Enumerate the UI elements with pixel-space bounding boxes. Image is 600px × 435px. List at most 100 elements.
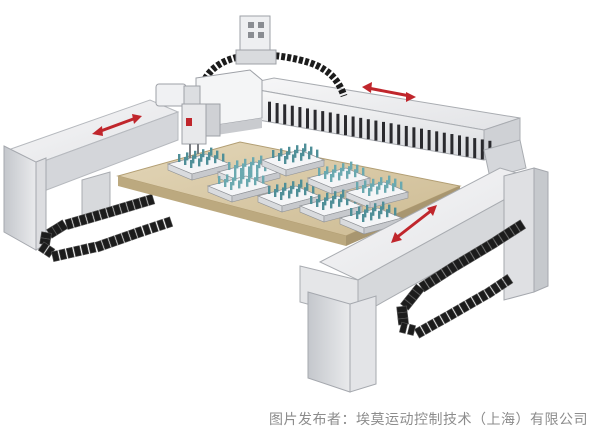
right-chain-link [433, 315, 445, 328]
right-chain-link [475, 244, 487, 257]
right-chain-link [426, 318, 438, 332]
left-rail-motion-arrow [92, 114, 142, 136]
right-chain-link [471, 293, 483, 306]
vial [364, 180, 367, 189]
vial [298, 184, 301, 193]
beam-fin [328, 112, 332, 133]
vial [202, 149, 205, 158]
left-chain-link [156, 218, 166, 232]
vial [192, 155, 195, 164]
vial [362, 167, 365, 176]
left-chain-link [114, 233, 125, 246]
right-chain-link [435, 268, 447, 282]
vial [262, 175, 265, 184]
vial [260, 155, 263, 164]
right-chain-link [424, 276, 436, 289]
vial [400, 181, 403, 190]
left-chain-link [107, 235, 118, 248]
vial [184, 157, 187, 165]
vial [388, 204, 391, 213]
right-chain-link [408, 288, 421, 301]
vial [324, 171, 327, 179]
vial [362, 214, 365, 222]
sample-tray [306, 161, 372, 195]
vial [322, 202, 325, 210]
right-chain-link [481, 240, 493, 254]
vial [378, 181, 381, 190]
left-chain-link [92, 209, 102, 222]
left-cable-chain [37, 193, 174, 263]
vial [394, 207, 397, 216]
vial [280, 192, 283, 200]
vial [340, 194, 343, 203]
beam-fin [268, 101, 271, 122]
left-chain-link [98, 207, 109, 220]
carriage-head [155, 15, 348, 158]
vial [386, 209, 389, 218]
vial [178, 154, 181, 162]
beam-fin [321, 111, 325, 132]
right-chain-link [414, 326, 426, 339]
beam-fin [351, 116, 355, 137]
vial [380, 177, 383, 186]
sample-tray [344, 175, 410, 209]
right-rail [299, 167, 549, 393]
vial [308, 151, 311, 160]
left-chain-link [127, 228, 138, 241]
right-chain-link [441, 265, 453, 278]
vial [194, 150, 197, 159]
right-chain-link [418, 279, 430, 293]
vial [340, 167, 343, 176]
right-chain-link [489, 282, 502, 295]
beam-fin [427, 129, 431, 150]
right-chain-link [483, 286, 496, 299]
beam-fin [374, 120, 378, 141]
vial [376, 186, 379, 195]
beam-fin [473, 138, 477, 159]
vial [356, 211, 359, 219]
vial [224, 179, 227, 187]
vial [332, 169, 335, 178]
right-chain-link [469, 247, 481, 261]
vial [306, 182, 309, 191]
beam-fin [435, 131, 439, 152]
vial [300, 152, 303, 161]
vial [330, 174, 333, 182]
vial [258, 160, 261, 169]
left-chain-link [101, 237, 112, 250]
vial [288, 190, 291, 199]
vial [234, 165, 237, 173]
vial [388, 175, 391, 184]
left-chain-link [64, 217, 74, 230]
vial [232, 177, 235, 186]
right-chain-link [458, 254, 470, 268]
vial [242, 171, 245, 180]
beam-fin [283, 104, 287, 125]
vial [296, 145, 299, 154]
vial [280, 148, 283, 157]
beam-fin [290, 105, 294, 126]
right-rail-motion-arrow [391, 205, 437, 243]
left-chain-link [119, 201, 129, 214]
sample-tray [338, 201, 404, 235]
right-chain-link [452, 304, 464, 317]
right-chain-link [492, 233, 504, 247]
beam-fin [420, 128, 423, 149]
vial [272, 150, 275, 158]
sample-tray [206, 169, 272, 203]
vial [268, 186, 271, 194]
beam-fin [306, 108, 309, 129]
vial [292, 181, 295, 190]
vial [318, 194, 321, 203]
right-chain-link [407, 323, 417, 336]
right-chain-link [446, 261, 459, 274]
sample-tray [166, 147, 232, 181]
vial [356, 164, 359, 173]
left-chain-link [71, 215, 81, 228]
right-chain-link [458, 300, 470, 314]
vial [210, 147, 213, 156]
vial [190, 160, 193, 168]
right-chain-link [501, 274, 514, 287]
vial [392, 183, 395, 192]
